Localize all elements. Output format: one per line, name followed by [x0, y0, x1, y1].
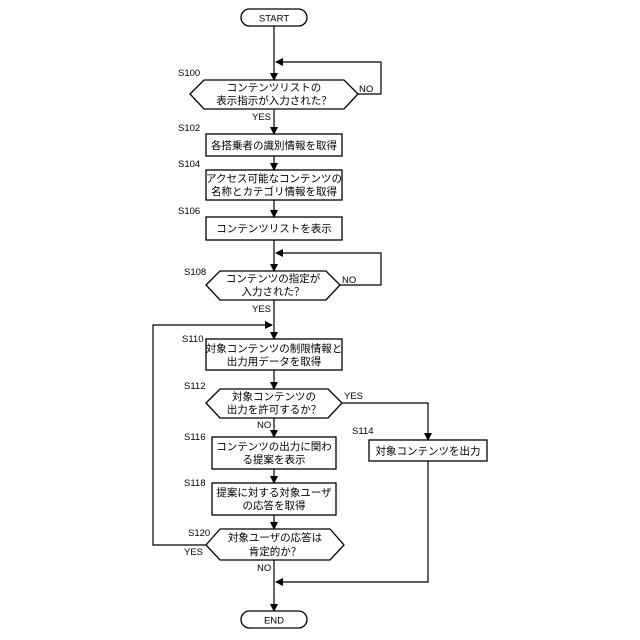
s112-no-label: NO: [257, 420, 271, 431]
s100-step-label: S100: [178, 68, 200, 79]
s118-step-label: S118: [184, 478, 205, 489]
s112-yes-label: YES: [344, 391, 363, 402]
process-s102: 各搭乗者の識別情報を取得: [206, 134, 342, 156]
s108-no-label: NO: [342, 275, 356, 286]
arrow-s114-join: [276, 461, 428, 582]
decision-s100: コンテンツリストの 表示指示が入力された？: [190, 80, 358, 109]
s100-line1: コンテンツリストの: [227, 82, 322, 94]
s120-step-label: S120: [188, 528, 210, 539]
process-s114: 対象コンテンツを出力: [369, 440, 487, 461]
s112-step-label: S112: [184, 381, 205, 392]
s112-line1: 対象コンテンツの: [232, 390, 316, 403]
s110-line2: 出力用データを取得: [227, 355, 322, 368]
end-terminal: END: [241, 611, 307, 628]
s104-line2: 名称とカテゴリ情報を取得: [211, 185, 337, 198]
s108-line1: コンテンツの指定が: [226, 272, 321, 285]
start-terminal: START: [241, 9, 307, 26]
s104-step-label: S104: [178, 159, 200, 170]
s104-line1: アクセス可能なコンテンツの: [206, 172, 342, 185]
s116-step-label: S116: [184, 432, 205, 443]
s106-step-label: S106: [178, 206, 200, 217]
process-s116: コンテンツの出力に関わ る提案を表示: [212, 437, 336, 469]
s102-text: 各搭乗者の識別情報を取得: [211, 139, 337, 152]
s118-line2: の応答を取得: [243, 499, 306, 512]
s114-text: 対象コンテンツを出力: [376, 445, 481, 458]
s112-line2: 出力を許可するか？: [227, 403, 322, 416]
s116-line2: る提案を表示: [243, 453, 306, 466]
s110-step-label: S110: [182, 334, 203, 345]
s100-no-label: NO: [359, 84, 373, 95]
start-text: START: [259, 14, 289, 25]
process-s106: コンテンツリストを表示: [206, 217, 342, 240]
s114-step-label: S114: [352, 426, 373, 437]
process-s118: 提案に対する対象ユーザ の応答を取得: [212, 483, 336, 515]
s120-line2: 肯定的か？: [249, 545, 302, 558]
s118-line1: 提案に対する対象ユーザ: [216, 486, 332, 499]
s108-line2: 入力された？: [242, 285, 305, 298]
s110-line1: 対象コンテンツの制限情報と: [206, 342, 343, 355]
s106-text: コンテンツリストを表示: [216, 222, 332, 235]
s120-no-label: NO: [257, 563, 271, 574]
decision-s112: 対象コンテンツの 出力を許可するか？: [206, 389, 342, 418]
s108-step-label: S108: [184, 267, 206, 278]
connectors: [153, 26, 428, 611]
s116-line1: コンテンツの出力に関わ: [216, 440, 332, 453]
end-text: END: [264, 616, 284, 627]
process-s110: 対象コンテンツの制限情報と 出力用データを取得: [206, 339, 343, 370]
s100-yes-label: YES: [252, 112, 271, 123]
s100-line2: 表示指示が入力された？: [216, 94, 332, 107]
decision-s108: コンテンツの指定が 入力された？: [206, 271, 340, 300]
s120-line1: 対象ユーザの応答は: [228, 531, 322, 544]
decision-s120: 対象ユーザの応答は 肯定的か？: [206, 529, 344, 560]
s120-yes-label: YES: [184, 547, 203, 558]
s108-yes-label: YES: [252, 304, 271, 315]
process-s104: アクセス可能なコンテンツの 名称とカテゴリ情報を取得: [206, 170, 342, 200]
s102-step-label: S102: [178, 123, 200, 134]
